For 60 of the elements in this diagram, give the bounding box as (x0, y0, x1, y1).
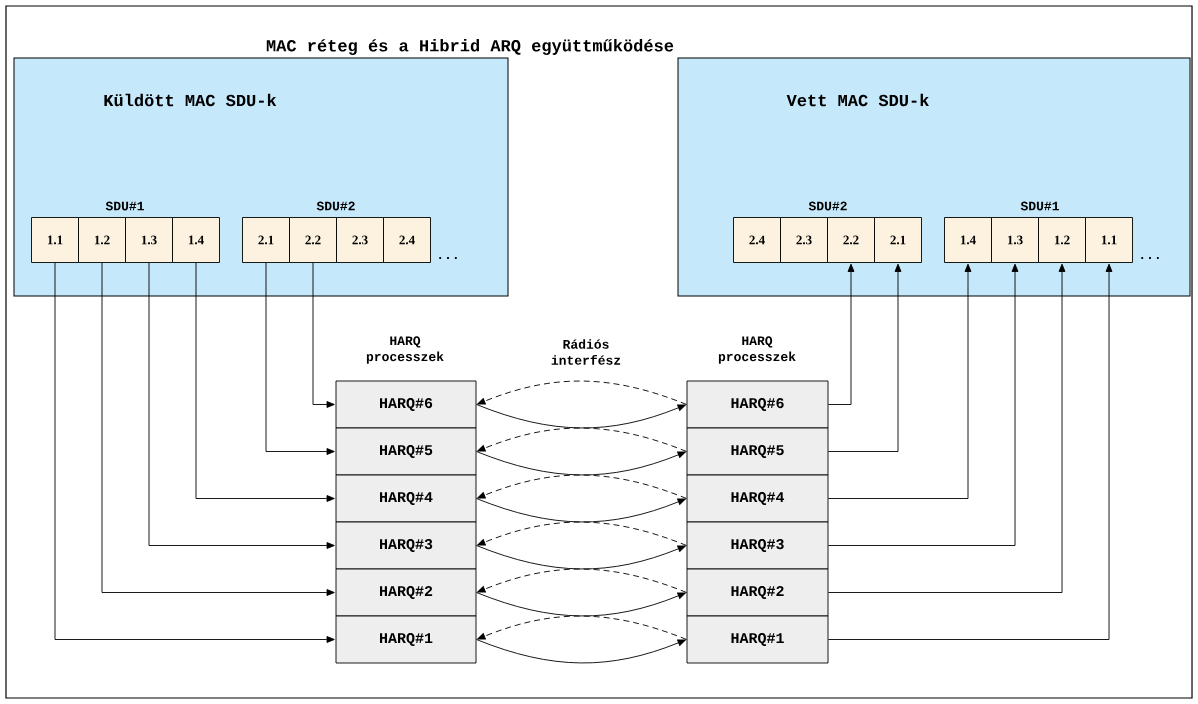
arrow (476, 404, 686, 429)
arrow (828, 263, 1066, 593)
harq-process-box: HARQ#5 (686, 427, 829, 476)
harq-process-box: HARQ#1 (686, 615, 829, 664)
harq-process-box: HARQ#6 (335, 380, 477, 429)
arrow (476, 639, 686, 664)
arrow (477, 427, 687, 452)
sdu-cell: 1.4 (944, 217, 992, 263)
sdu-cell: 1.1 (31, 217, 79, 263)
arrow (477, 615, 687, 640)
text-label: HARQ processzek (366, 336, 444, 364)
harq-process-box: HARQ#4 (686, 474, 829, 523)
sdu-cell: 1.2 (1038, 217, 1086, 263)
arrow (477, 474, 687, 499)
sdu-cell: 2.1 (242, 217, 290, 263)
harq-process-box: HARQ#2 (335, 568, 477, 617)
sdu-cell: 2.1 (874, 217, 922, 263)
arrow (477, 380, 687, 405)
arrow (101, 262, 335, 596)
text-label: SDU#1 (1020, 201, 1059, 211)
arrow (476, 498, 686, 523)
arrow (312, 262, 335, 408)
title: MAC réteg és a Hibrid ARQ együttműködése (266, 39, 674, 55)
sdu-cell: 2.3 (336, 217, 384, 263)
arrow (195, 262, 335, 502)
sdu-cell: 2.4 (383, 217, 431, 263)
arrow (476, 451, 686, 476)
harq-process-box: HARQ#4 (335, 474, 477, 523)
sdu-cell: 1.1 (1085, 217, 1133, 263)
arrow (265, 262, 335, 455)
arrow (476, 592, 686, 617)
sdu-cell: 2.2 (289, 217, 337, 263)
sdu-cell: 2.4 (733, 217, 781, 263)
arrow (828, 263, 855, 405)
sdu-cell: 1.3 (125, 217, 173, 263)
sdu-cell: 2.3 (780, 217, 828, 263)
harq-process-box: HARQ#3 (335, 521, 477, 570)
sdu-cell: 1.4 (172, 217, 220, 263)
text-label: SDU#1 (105, 201, 144, 211)
arrow (54, 262, 335, 643)
arrow (148, 262, 335, 549)
arrow (828, 263, 1019, 546)
arrow (477, 521, 687, 546)
harq-process-box: HARQ#2 (686, 568, 829, 617)
sdu-cell: 2.2 (827, 217, 875, 263)
text-label: HARQ processzek (718, 336, 796, 364)
arrow (477, 568, 687, 593)
text-label: Rádiós interfész (551, 339, 621, 365)
sdu-cell: 1.2 (78, 217, 126, 263)
harq-process-box: HARQ#1 (335, 615, 477, 664)
arrow (828, 263, 972, 499)
sdu-cell: 1.3 (991, 217, 1039, 263)
harq-process-box: HARQ#6 (686, 380, 829, 429)
arrow (828, 263, 1113, 640)
arrow (476, 545, 686, 570)
harq-process-box: HARQ#3 (686, 521, 829, 570)
arrow (828, 263, 902, 452)
text-label: SDU#2 (808, 201, 847, 211)
harq-process-box: HARQ#5 (335, 427, 477, 476)
text-label: SDU#2 (316, 201, 355, 211)
